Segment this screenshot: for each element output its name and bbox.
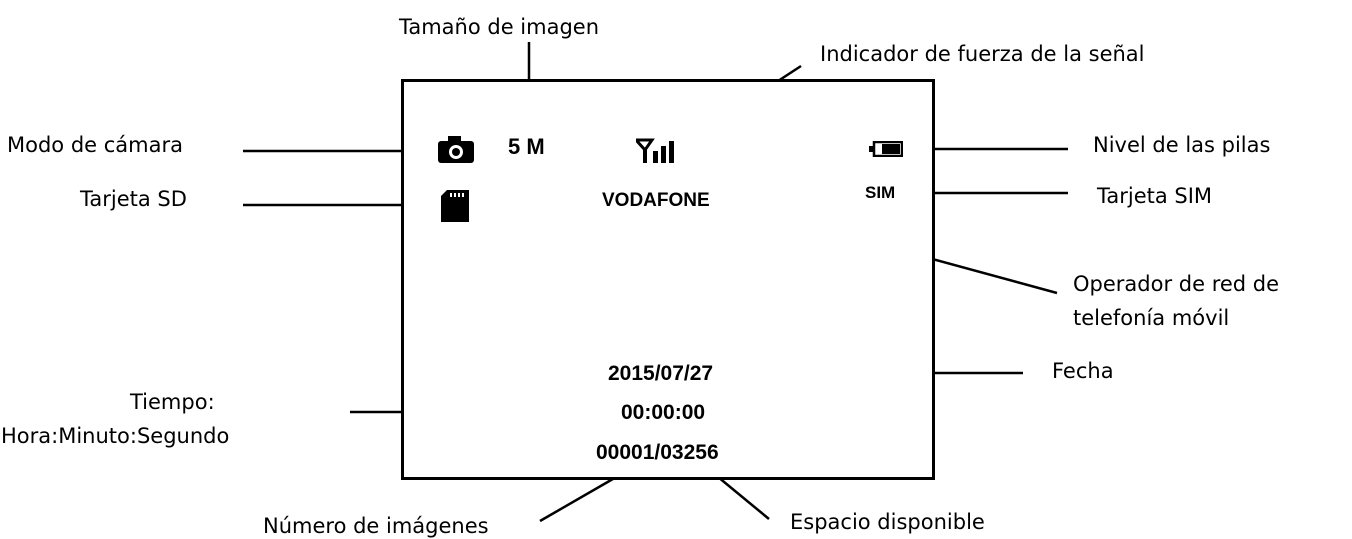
sd-card-icon [441, 190, 469, 222]
label-date: Fecha [1052, 359, 1114, 383]
camera-screen [401, 79, 935, 480]
label-space: Espacio disponible [790, 510, 985, 534]
label-image-size: Tamaño de imagen [399, 15, 600, 39]
label-signal: Indicador de fuerza de la señal [820, 42, 1145, 66]
signal-icon [636, 138, 674, 163]
label-camera-mode: Modo de cámara [7, 133, 183, 157]
operator-name: VODAFONE [602, 190, 710, 211]
label-time-1: Tiempo: [130, 390, 215, 414]
battery-icon [869, 141, 903, 157]
date-value: 2015/07/27 [608, 362, 714, 385]
camera-icon [438, 136, 474, 163]
label-sd-card: Tarjeta SD [80, 187, 187, 211]
label-operator-2: telefonía móvil [1073, 306, 1230, 330]
line-image-count [539, 470, 626, 523]
image-counter: 00001/03256 [596, 441, 719, 464]
label-image-count: Número de imágenes [263, 514, 489, 538]
label-time-2: Hora:Minuto:Segundo [1, 424, 230, 448]
label-operator-1: Operador de red de [1073, 272, 1280, 296]
label-battery: Nivel de las pilas [1093, 133, 1271, 157]
label-sim-card: Tarjeta SIM [1097, 184, 1213, 208]
time-value: 00:00:00 [621, 401, 706, 424]
image-size-value: 5 M [508, 134, 545, 159]
sim-indicator: SIM [865, 183, 896, 202]
